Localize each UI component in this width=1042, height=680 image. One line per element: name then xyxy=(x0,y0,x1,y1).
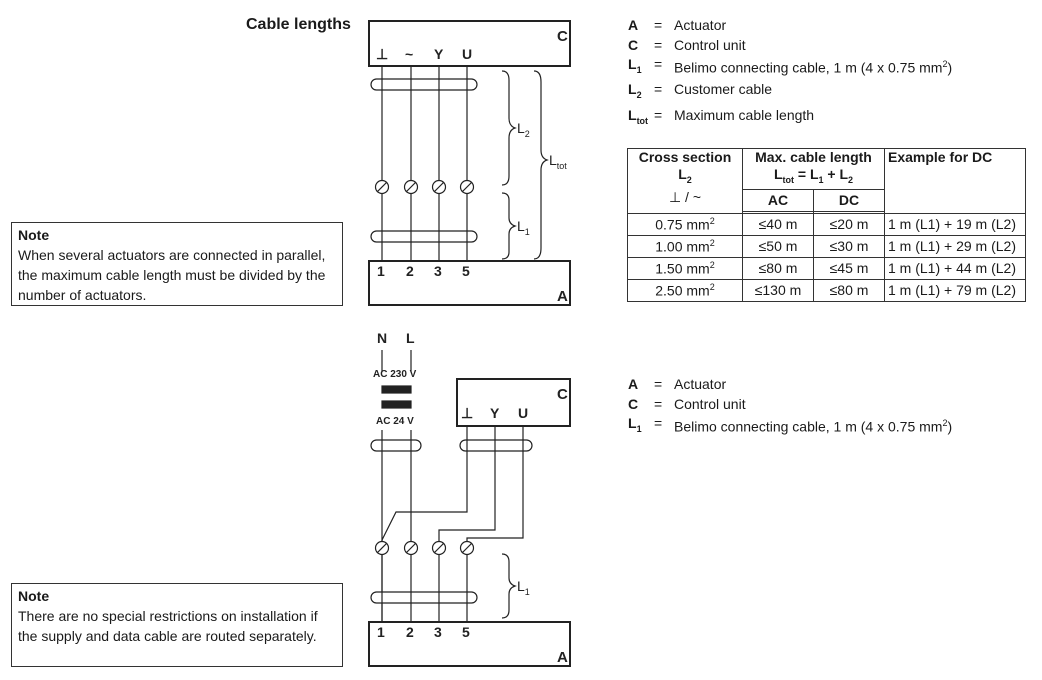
table-row: 0.75 mm2 ≤40 m ≤20 m 1 m (L1) + 19 m (L2… xyxy=(627,212,1026,236)
header-dc: DC xyxy=(813,188,885,212)
brace-l1 xyxy=(501,553,517,619)
label-c: C xyxy=(557,386,568,403)
transformer-primary xyxy=(381,385,412,394)
terminal-block xyxy=(374,540,475,556)
terminal-y: Y xyxy=(490,405,500,421)
note-line: the supply and data cable are routed sep… xyxy=(18,628,317,644)
terminal-2: 2 xyxy=(406,263,414,279)
terminal-1: 1 xyxy=(377,263,385,279)
control-unit-box xyxy=(368,20,571,67)
legend-row: L1=Belimo connecting cable, 1 m (4 x 0.7… xyxy=(628,415,953,435)
terminal-u: U xyxy=(462,46,472,62)
terminal-u: U xyxy=(518,405,528,421)
label-l1: L1 xyxy=(517,218,530,237)
label-c: C xyxy=(557,28,568,45)
legend-row: L1=Belimo connecting cable, 1 m (4 x 0.7… xyxy=(628,56,953,76)
cable-sheath xyxy=(370,230,478,243)
diagram-2 xyxy=(368,350,571,667)
note-line: When several actuators are connected in … xyxy=(18,247,326,263)
label-ac24: AC 24 V xyxy=(376,416,414,427)
legend-row: L2=Customer cable xyxy=(628,81,773,101)
legend-row: C=Control unit xyxy=(628,395,746,412)
note-line: the maximum cable length must be divided… xyxy=(18,267,326,283)
terminal-5: 5 xyxy=(462,263,470,279)
brace-ltot xyxy=(533,70,549,260)
table-row: 2.50 mm2 ≤130 m ≤80 m 1 m (L1) + 79 m (L… xyxy=(627,278,1026,302)
label-l1: L1 xyxy=(517,578,530,597)
note-line: There are no special restrictions on ins… xyxy=(18,608,318,624)
legend-top: A=Actuator C=Control unit L1=Belimo conn… xyxy=(628,16,952,131)
cable-sheath xyxy=(370,591,478,604)
label-ac230: AC 230 V xyxy=(373,369,417,380)
legend-row: Ltot=Maximum cable length xyxy=(628,106,815,126)
legend-row: A=Actuator xyxy=(628,17,727,33)
terminal-y: Y xyxy=(434,46,444,62)
note-heading: Note xyxy=(18,227,50,243)
legend-bottom: A=Actuator C=Control unit L1=Belimo conn… xyxy=(628,375,952,439)
label-l: L xyxy=(406,330,415,346)
terminal-3: 3 xyxy=(434,624,442,640)
note-separate-routing: Note There are no special restrictions o… xyxy=(11,583,343,667)
actuator-box xyxy=(368,621,571,667)
label-l2: L2 xyxy=(517,120,530,139)
header-example-dc: Example for DC xyxy=(884,148,1026,214)
brace-l1 xyxy=(501,192,517,260)
terminal-tilde: ~ xyxy=(405,46,413,62)
header-max-length: Max. cable length Ltot = L1 + L2 xyxy=(742,148,885,190)
diagram-1 xyxy=(368,20,571,306)
note-parallel: Note When several actuators are connecte… xyxy=(11,222,343,306)
control-unit-box xyxy=(456,378,571,427)
header-ac: AC xyxy=(742,188,814,212)
label-a: A xyxy=(557,649,568,666)
note-heading: Note xyxy=(18,588,50,604)
note-line: number of actuators. xyxy=(18,287,147,303)
table-row: 1.00 mm2 ≤50 m ≤30 m 1 m (L1) + 29 m (L2… xyxy=(627,234,1026,258)
label-a: A xyxy=(557,288,568,305)
actuator-box xyxy=(368,260,571,306)
legend-row: C=Control unit xyxy=(628,36,746,53)
label-n: N xyxy=(377,330,387,346)
brace-l2 xyxy=(501,70,517,186)
terminal-3: 3 xyxy=(434,263,442,279)
terminal-1: 1 xyxy=(377,624,385,640)
cable-sheath xyxy=(370,78,478,91)
cable-length-table: Cross section L2 ⊥ / ~ Max. cable length… xyxy=(627,148,1026,302)
terminal-gnd: ⊥ xyxy=(461,405,473,421)
transformer-secondary xyxy=(381,400,412,409)
terminal-5: 5 xyxy=(462,624,470,640)
terminal-block xyxy=(374,179,475,195)
table-row: 1.50 mm2 ≤80 m ≤45 m 1 m (L1) + 44 m (L2… xyxy=(627,256,1026,280)
page-title: Cable lengths xyxy=(246,16,351,33)
terminal-gnd: ⊥ xyxy=(376,46,388,62)
terminal-2: 2 xyxy=(406,624,414,640)
cable-sheath xyxy=(370,439,422,452)
label-ltot: Ltot xyxy=(549,152,567,171)
legend-row: A=Actuator xyxy=(628,376,727,392)
cable-sheath xyxy=(459,439,533,452)
